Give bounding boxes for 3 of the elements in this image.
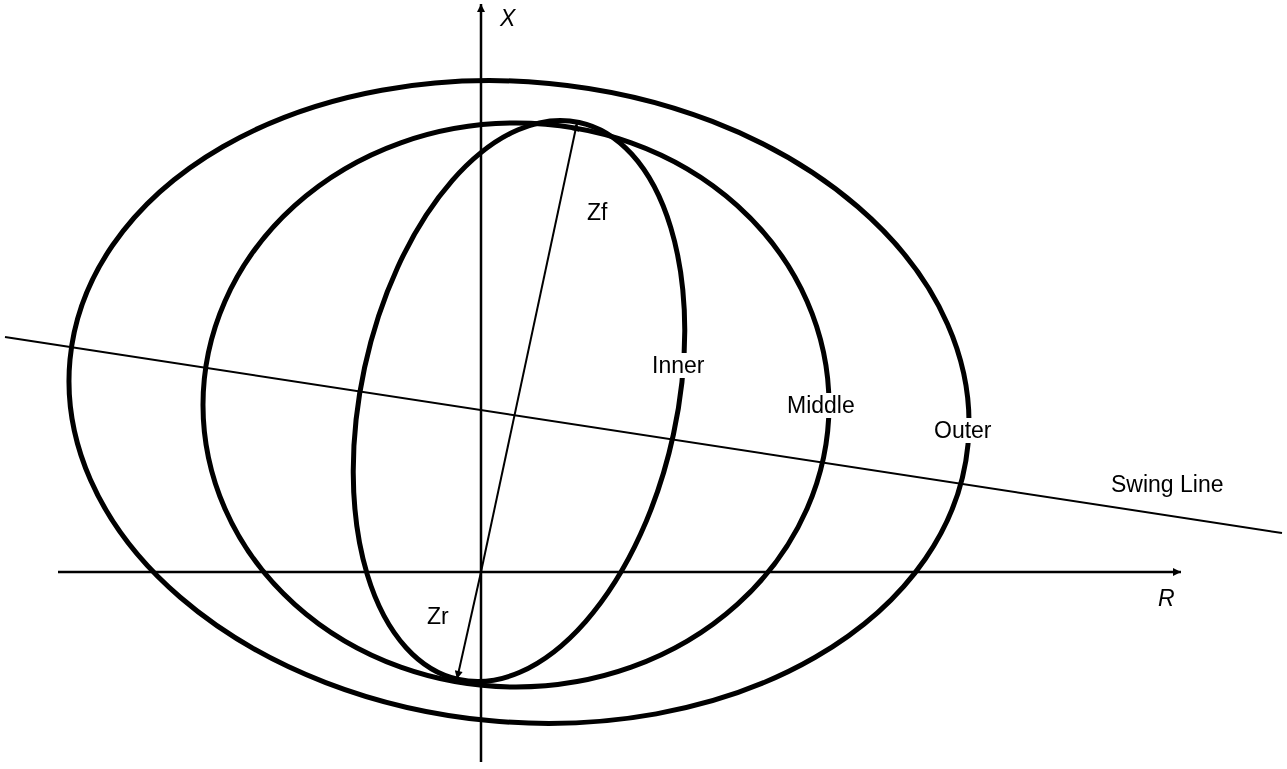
curve-label: Middle (785, 393, 857, 418)
curve-label: Outer (932, 418, 994, 443)
line-label: Swing Line (1109, 472, 1226, 497)
